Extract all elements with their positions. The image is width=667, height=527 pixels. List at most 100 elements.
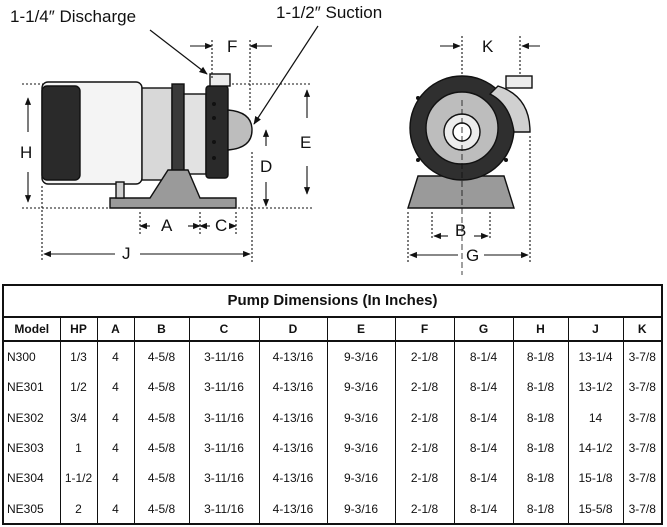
table-cell: 14-1/2 xyxy=(567,432,623,464)
table-cell: 8-1/4 xyxy=(453,341,513,373)
table-cell: 8-1/8 xyxy=(512,493,568,524)
table-cell: 4 xyxy=(96,372,134,403)
dimension-g-label: G xyxy=(466,246,479,265)
table-cell: 4 xyxy=(96,432,134,464)
dimension-a xyxy=(139,212,201,236)
model-cell: N300 xyxy=(7,350,36,365)
column-header: C xyxy=(188,318,259,342)
table-cell: 8-1/8 xyxy=(512,372,568,403)
table-cell: 4-5/8 xyxy=(133,372,189,403)
model-cell: NE305 xyxy=(7,501,44,516)
table-cell: 3/4 xyxy=(59,402,97,433)
table-cell: 9-3/16 xyxy=(326,432,395,464)
table-cell: 8-1/4 xyxy=(453,493,513,524)
dimension-f xyxy=(190,40,272,110)
dimension-k xyxy=(440,36,540,76)
table-cell: 4-13/16 xyxy=(258,432,327,464)
table-header-row: Model HP A B C D E F G H J K xyxy=(4,318,661,342)
table-cell: 3-7/8 xyxy=(622,432,661,464)
discharge-callout-arrow xyxy=(149,29,208,75)
table-cell: 4 xyxy=(96,402,134,433)
pump-dimensions-table-panel: Pump Dimensions (In Inches) Model HP A B… xyxy=(2,284,663,525)
table-cell: 3-7/8 xyxy=(622,463,661,494)
column-header: H xyxy=(512,318,568,342)
table-cell: 13-1/2 xyxy=(567,372,623,403)
column-header: K xyxy=(622,318,661,342)
column-header: A xyxy=(96,318,134,342)
table-cell: 9-3/16 xyxy=(326,493,395,524)
discharge-callout-label: 1-1/4″ Discharge xyxy=(10,7,136,26)
pump-front-view xyxy=(407,75,533,209)
table-cell: 4 xyxy=(96,341,134,373)
table-cell: 14 xyxy=(567,402,623,433)
table-cell: 8-1/8 xyxy=(512,402,568,433)
table-cell: 3-11/16 xyxy=(188,463,259,494)
dimension-e xyxy=(232,83,312,209)
dimension-k-label: K xyxy=(482,37,494,56)
table-cell: 8-1/4 xyxy=(453,432,513,464)
table-cell: 9-3/16 xyxy=(326,341,395,373)
table-cell: 2-1/8 xyxy=(394,341,454,373)
table-cell: 13-1/4 xyxy=(567,341,623,373)
table-cell: 4-5/8 xyxy=(133,432,189,464)
table-cell: 3-11/16 xyxy=(188,372,259,403)
column-header: HP xyxy=(59,318,97,342)
model-cell: NE301 xyxy=(7,380,44,395)
table-cell: 15-5/8 xyxy=(567,493,623,524)
dimension-a-label: A xyxy=(161,216,173,235)
dimension-b xyxy=(431,212,491,240)
table-title: Pump Dimensions (In Inches) xyxy=(4,286,661,318)
suction-callout-label: 1-1/2″ Suction xyxy=(276,3,382,22)
table-cell: 8-1/4 xyxy=(453,372,513,403)
table-cell: 2-1/8 xyxy=(394,402,454,433)
table-cell: 4-5/8 xyxy=(133,402,189,433)
pump-dimension-drawing: 1-1/4″ Discharge 1-1/2″ Suction F E H D … xyxy=(10,3,540,275)
dimension-d-label: D xyxy=(260,157,272,176)
table-cell: 1/2 xyxy=(59,372,97,403)
pump-side-view-fill xyxy=(212,102,216,160)
table-cell: 3-11/16 xyxy=(188,493,259,524)
table-cell: 4-13/16 xyxy=(258,463,327,494)
table-cell: 8-1/8 xyxy=(512,463,568,494)
table-cell: 8-1/4 xyxy=(453,463,513,494)
table-cell: 9-3/16 xyxy=(326,463,395,494)
table-cell: 3-7/8 xyxy=(622,493,661,524)
model-cell: NE302 xyxy=(7,410,44,425)
table-cell: 8-1/8 xyxy=(512,341,568,373)
table-cell: 1/3 xyxy=(59,341,97,373)
model-cell: NE304 xyxy=(7,471,44,486)
table-cell: 4-5/8 xyxy=(133,463,189,494)
column-header: B xyxy=(133,318,189,342)
table-cell: 1-1/2 xyxy=(59,463,97,494)
table-cell: 8-1/4 xyxy=(453,402,513,433)
table-cell: 15-1/8 xyxy=(567,463,623,494)
dimension-b-label: B xyxy=(455,221,466,240)
table-cell: 2-1/8 xyxy=(394,463,454,494)
column-header: J xyxy=(567,318,623,342)
column-header: F xyxy=(394,318,454,342)
table-cell: 3-7/8 xyxy=(622,402,661,433)
table-cell: 1 xyxy=(59,432,97,464)
column-header: Model xyxy=(4,318,60,342)
table-cell: 3-11/16 xyxy=(188,341,259,373)
table-cell: 9-3/16 xyxy=(326,372,395,403)
dimension-h-label: H xyxy=(20,143,32,162)
table-cell: 4 xyxy=(96,463,134,494)
table-cell: 2 xyxy=(59,493,97,524)
table-cell: 3-11/16 xyxy=(188,432,259,464)
table-cell: 2-1/8 xyxy=(394,432,454,464)
dimension-c-label: C xyxy=(215,216,227,235)
table-cell: 3-7/8 xyxy=(622,341,661,373)
table-cell: 3-7/8 xyxy=(622,372,661,403)
table-cell: 8-1/8 xyxy=(512,432,568,464)
table-cell: 9-3/16 xyxy=(326,402,395,433)
dimension-j-label: J xyxy=(122,244,131,263)
dimension-g xyxy=(407,136,531,264)
